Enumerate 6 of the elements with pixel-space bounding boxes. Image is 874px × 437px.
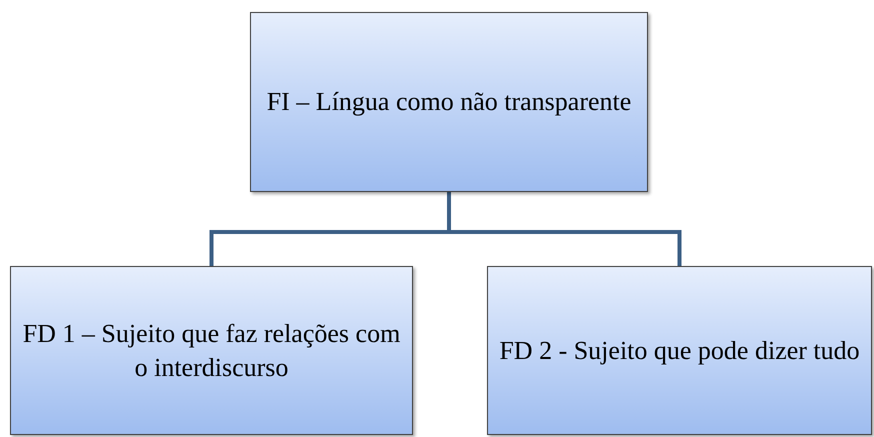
box-text: FI – Língua como não transparente [266, 86, 632, 118]
box-text: FD 1 – Sujeito que faz relações com o interdiscurso [22, 318, 402, 384]
concept-box [487, 266, 872, 435]
concept-box [250, 12, 648, 192]
concept-box [10, 266, 413, 435]
box-text: FD 2 - Sujeito que pode dizer tudo [499, 334, 860, 367]
